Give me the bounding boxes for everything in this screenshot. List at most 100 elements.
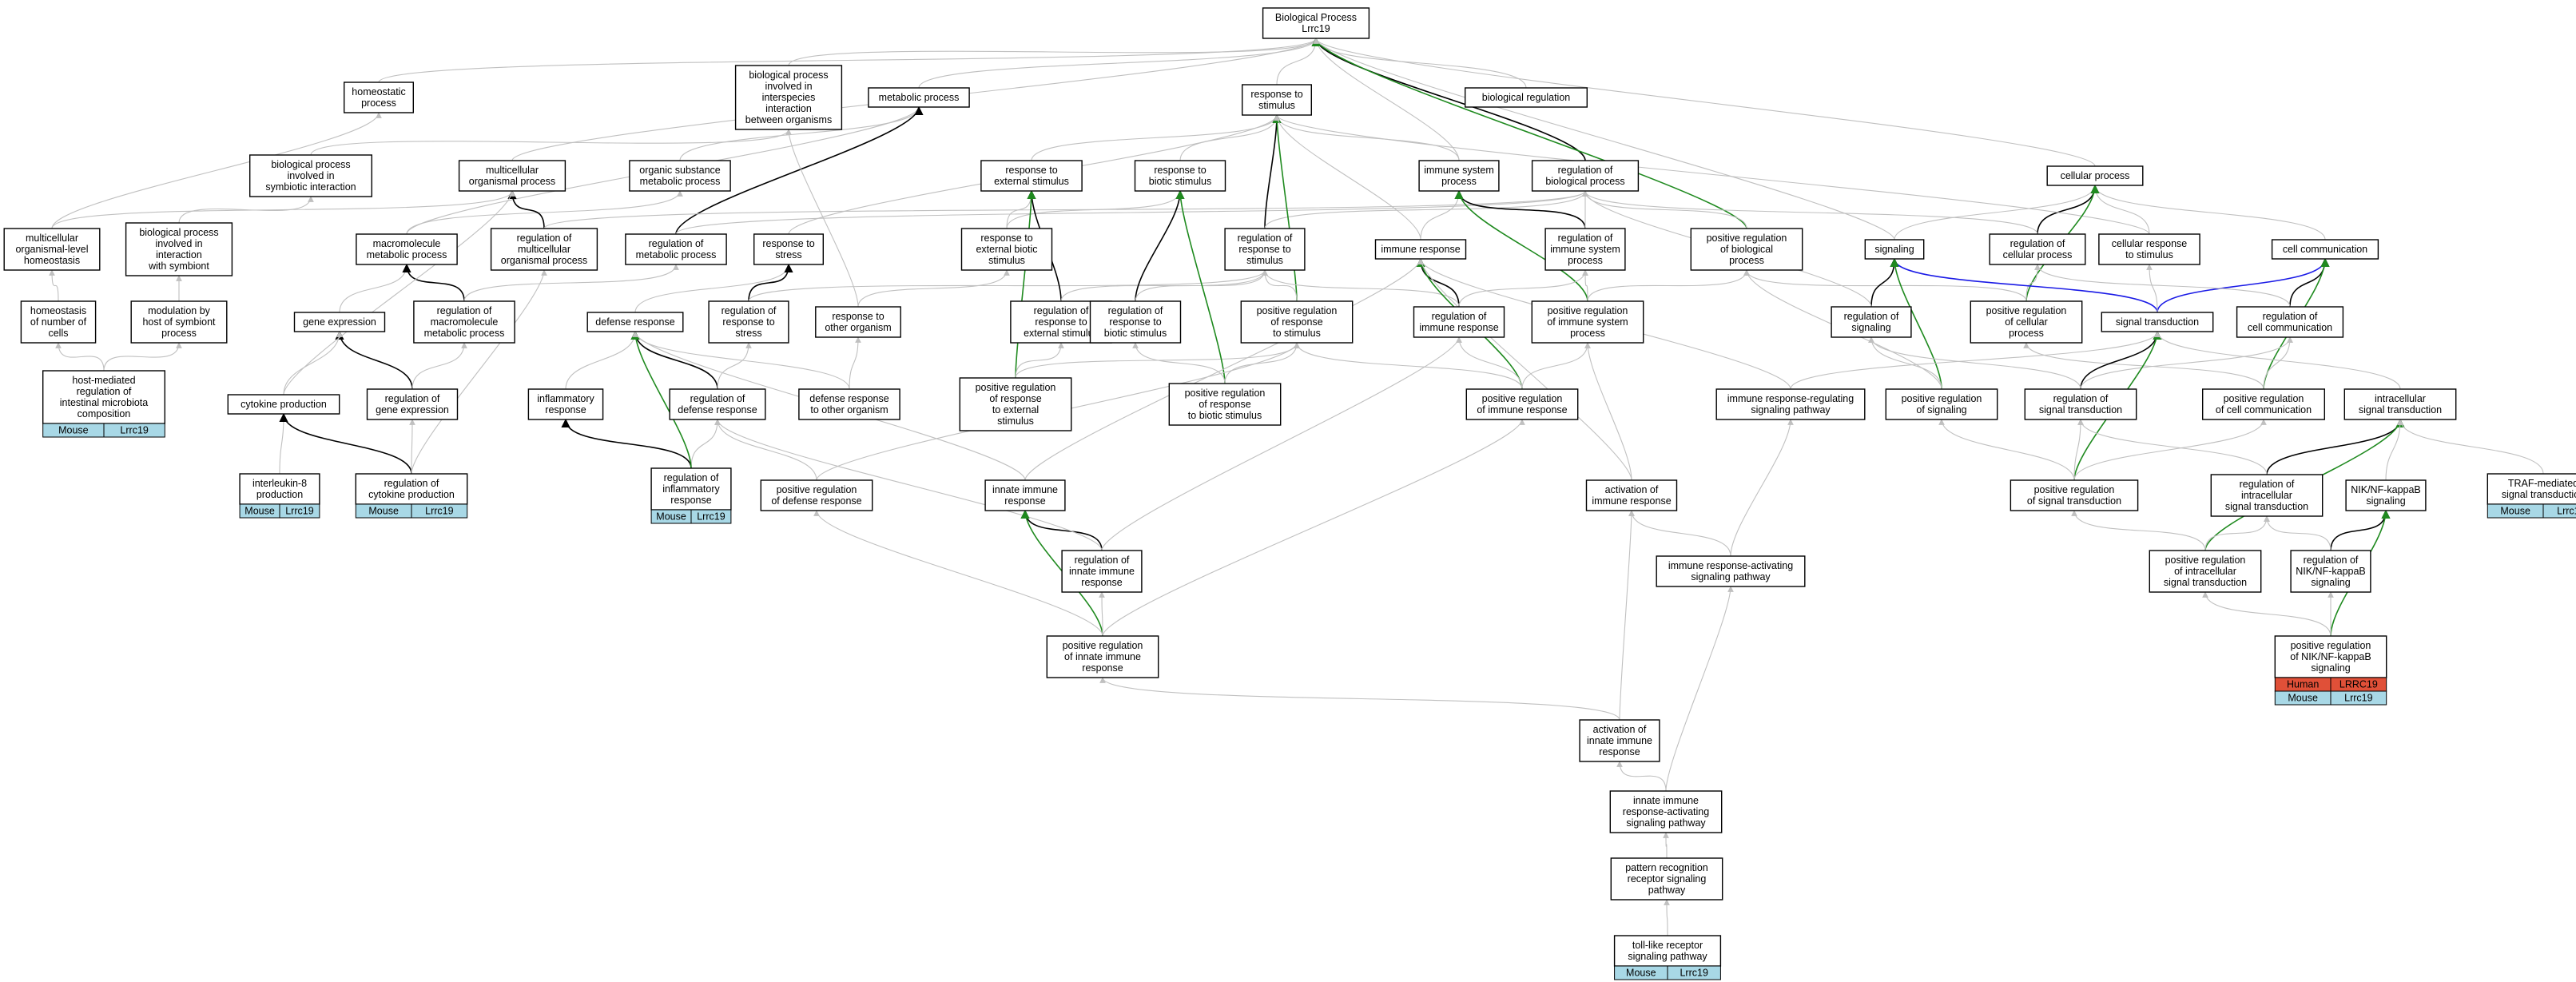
edge-reg_resp_stim-to-resp_stim	[1264, 113, 1282, 229]
edge-nfkb_sig-to-intracell_sig	[2385, 419, 2403, 481]
go-term-signaling[interactable]: signaling	[1864, 239, 1925, 260]
edge-reg_resp_stress-to-reg_resp_stim	[748, 269, 1268, 302]
svg-text:Mouse: Mouse	[58, 425, 89, 436]
go-term-cytokine-prod[interactable]: cytokine production	[227, 394, 340, 415]
go-term-label: positive regulation	[2291, 640, 2371, 651]
go-term-label: of signaling	[1916, 404, 1966, 415]
go-term-cell-comm[interactable]: cell communication	[2271, 239, 2379, 260]
edge-il8-to-cytokine_prod	[279, 413, 287, 475]
edge-traf-to-intracell_sig	[2397, 419, 2544, 475]
edge-act_immune-to-pos_reg_immune_sys	[1584, 342, 1632, 481]
go-term-defense[interactable]: defense response	[586, 312, 684, 332]
edge-cell_resp_stim-to-resp_stim	[1274, 114, 2150, 235]
edge-act_immune-to-immune_resp	[1417, 258, 1632, 481]
go-term-immune-resp[interactable]: immune response	[1374, 239, 1467, 260]
go-term-gene-expr[interactable]: gene expression	[293, 312, 386, 332]
edge-reg_innate-to-reg_immune_resp	[1101, 336, 1462, 551]
go-term-signal-trans[interactable]: signal transduction	[2101, 312, 2214, 332]
go-term-label: response to	[1250, 89, 1302, 100]
edge-homeo_proc-to-bp	[378, 38, 1319, 83]
edge-pos_reg_nfkb-to-pos_reg_intracell	[2202, 591, 2332, 637]
go-term-label: regulation of	[1844, 311, 1899, 322]
go-term-metabolic[interactable]: metabolic process	[868, 87, 970, 108]
go-term-bio-reg[interactable]: biological regulation	[1464, 87, 1588, 108]
edge-pos_reg_immune_resp-to-pos_reg_resp_stim	[1294, 342, 1523, 390]
go-term-cell-proc[interactable]: cellular process	[2046, 165, 2144, 186]
go-term-label: involved in	[155, 238, 202, 249]
go-term-label: inflammatory	[537, 393, 594, 404]
go-term-label: pathway	[1648, 885, 1686, 896]
go-term-innate-act-sig[interactable]: innate immuneresponse-activatingsignalin…	[1609, 790, 1723, 833]
go-term-label: response	[1082, 662, 1123, 674]
go-term-label: defense response	[678, 404, 757, 415]
